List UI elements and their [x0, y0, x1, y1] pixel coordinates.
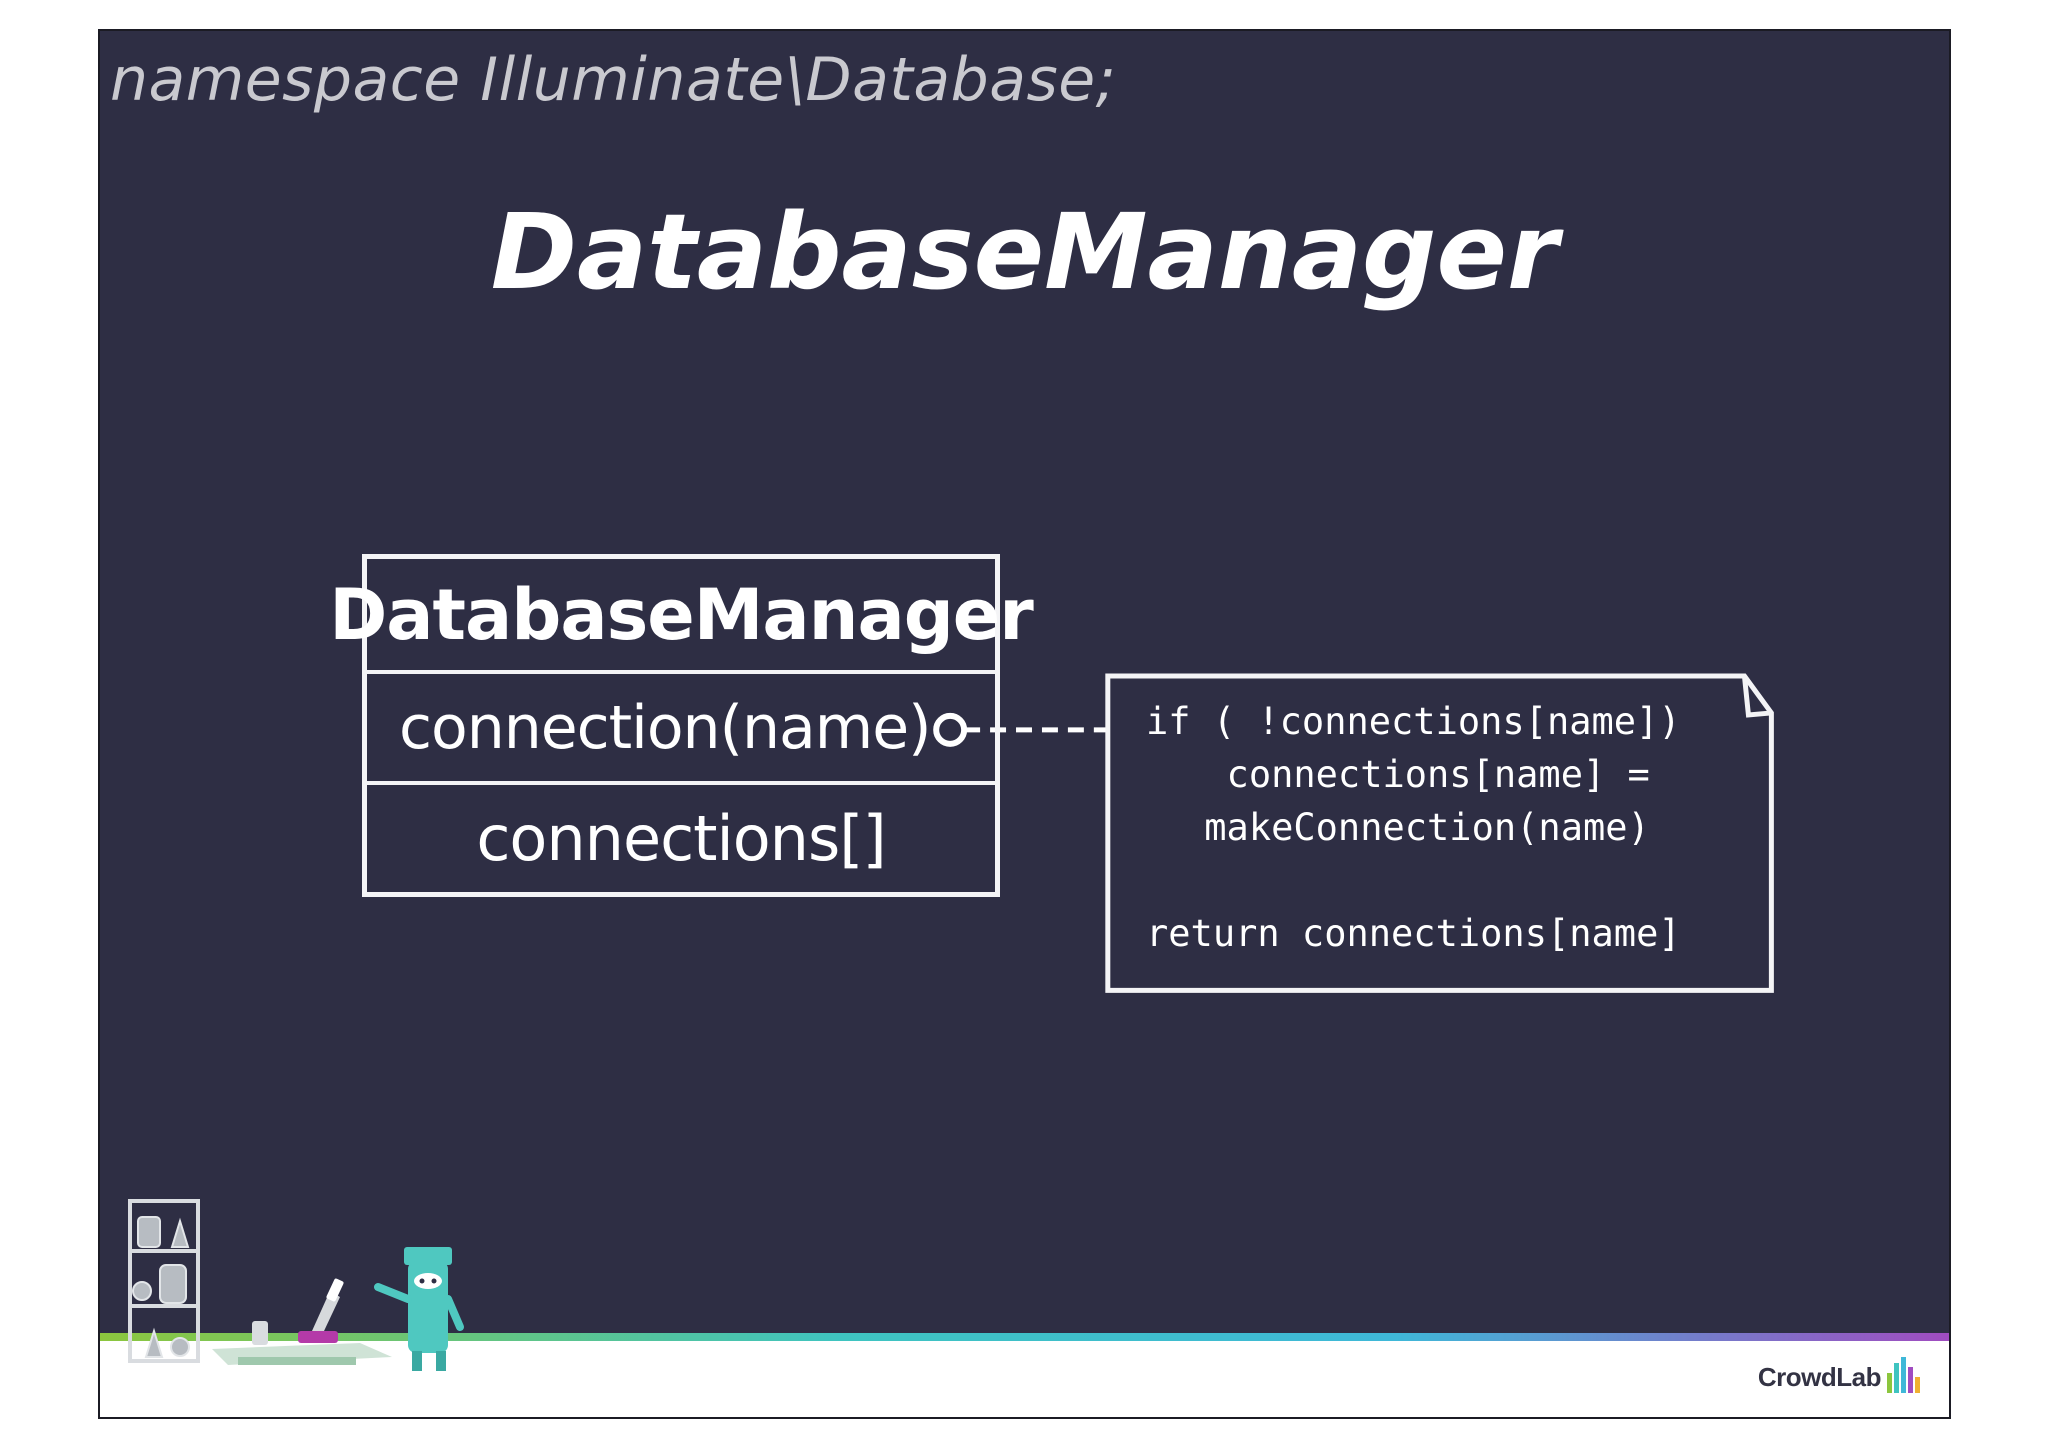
lab-illustration-icon — [128, 1199, 464, 1371]
footer-gradient-band — [100, 1333, 1949, 1341]
note-outline — [1105, 673, 1774, 993]
slide-title: DatabaseManager — [490, 191, 1559, 313]
note-folded-corner — [1741, 675, 1772, 718]
uml-class-method: connection(name) — [367, 670, 995, 781]
lab-jars-icon — [132, 1216, 190, 1358]
note-line-1: if ( !connections[name]) — [1146, 700, 1681, 743]
lab-shelf-icon — [128, 1199, 200, 1363]
slide: namespace Illuminate\Database; DatabaseM… — [98, 29, 1951, 1419]
robot-character-icon — [374, 1247, 464, 1371]
brand-bars-icon — [1887, 1357, 1920, 1393]
diagram-connector-layer — [933, 673, 1774, 993]
uml-class-name: DatabaseManager — [329, 573, 1034, 656]
namespace-heading: namespace Illuminate\Database; — [110, 45, 1117, 115]
note-line-3: makeConnection(name) — [1182, 806, 1650, 849]
note-line-5: return connections[name] — [1146, 912, 1681, 955]
slide-background — [100, 31, 1949, 1333]
lab-bench-icon — [212, 1321, 392, 1365]
uml-note: if ( !connections[name]) connections[nam… — [1110, 676, 1775, 991]
microscope-icon — [298, 1278, 344, 1343]
brand-name: CrowdLab — [1757, 1362, 1882, 1392]
note-line-2: connections[name] = — [1182, 753, 1650, 796]
uml-class-attribute: connections[] — [367, 781, 995, 892]
brand-logo: CrowdLab — [1758, 1357, 1925, 1393]
uml-class-box: DatabaseManager connection(name) connect… — [329, 554, 1034, 897]
